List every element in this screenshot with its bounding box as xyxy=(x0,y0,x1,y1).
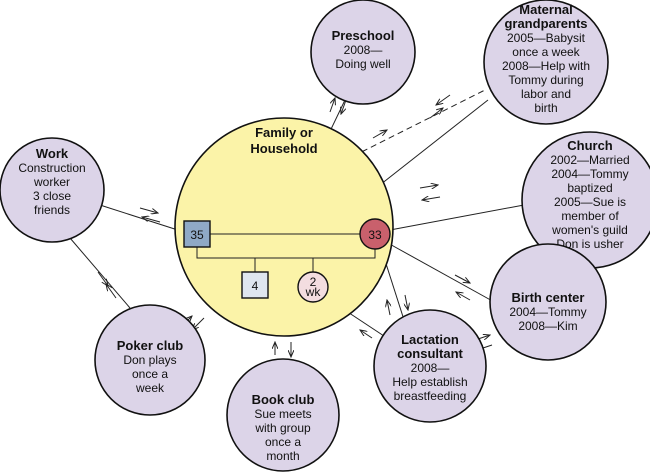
system-detail: 2008— xyxy=(344,43,383,57)
son-node xyxy=(241,271,269,299)
son-age: 4 xyxy=(252,279,259,293)
system-title: Lactation xyxy=(401,332,459,347)
system-detail: 2004—Tommy xyxy=(509,305,586,319)
system-title: Preschool xyxy=(332,28,395,43)
system-circle xyxy=(373,309,487,423)
system-detail: week xyxy=(135,381,165,395)
system-detail: Help establish xyxy=(392,375,467,389)
system-detail: baptized xyxy=(567,181,612,195)
system-detail: Construction xyxy=(18,161,85,175)
system-title: Work xyxy=(36,146,69,161)
household-title-line1: Family or xyxy=(255,125,313,140)
baby-age: 2 xyxy=(310,275,317,289)
system-detail: worker xyxy=(33,175,70,189)
system-title: Poker club xyxy=(117,338,184,353)
system-title: Maternal xyxy=(519,2,572,17)
system-detail: birth xyxy=(534,101,557,115)
system-detail: 2005—Babysit xyxy=(507,31,586,45)
system-detail: Don plays xyxy=(123,353,176,367)
system-detail: 2008— xyxy=(411,361,450,375)
system-detail: once a week xyxy=(512,45,580,59)
system-detail: Don is usher xyxy=(556,237,623,251)
system-circle xyxy=(94,304,206,416)
system-detail: Doing well xyxy=(335,57,390,71)
system-detail: friends xyxy=(34,203,70,217)
mother-node xyxy=(359,218,391,250)
baby-age-unit: wk xyxy=(305,285,322,299)
system-church: Church2002—Married2004—Tommybaptized2005… xyxy=(521,131,650,269)
mother-age: 33 xyxy=(368,228,382,242)
system-detail: with group xyxy=(254,421,311,435)
system-circle xyxy=(0,137,105,243)
system-detail: women's guild xyxy=(551,223,628,237)
system-detail: Tommy during xyxy=(508,73,583,87)
father-node xyxy=(183,220,211,248)
system-detail: breastfeeding xyxy=(394,389,467,403)
system-detail: Sue meets xyxy=(254,407,311,421)
system-detail: labor and xyxy=(521,87,571,101)
system-detail: month xyxy=(266,449,299,463)
system-detail: member of xyxy=(561,209,619,223)
system-circle xyxy=(483,0,609,125)
system-circle xyxy=(489,243,607,361)
system-title: Birth center xyxy=(512,290,585,305)
system-detail: 2004—Tommy xyxy=(551,167,628,181)
baby-node xyxy=(297,271,329,303)
system-title: consultant xyxy=(397,346,463,361)
system-title: Church xyxy=(567,138,613,153)
system-title: Book club xyxy=(252,392,315,407)
system-detail: 2008—Kim xyxy=(518,319,577,333)
household-title-line2: Household xyxy=(250,141,317,156)
household-circle: Family or Household 35 33 4 2 wk xyxy=(174,117,394,337)
system-detail: 2008—Help with xyxy=(502,59,590,73)
system-circle xyxy=(226,358,340,472)
system-detail: once a xyxy=(132,367,168,381)
father-age: 35 xyxy=(190,228,204,242)
system-detail: 3 close xyxy=(33,189,71,203)
system-detail: 2002—Married xyxy=(550,153,629,167)
system-circle xyxy=(310,0,416,105)
system-detail: 2005—Sue is xyxy=(554,195,626,209)
system-title: grandparents xyxy=(504,16,587,31)
system-detail: once a xyxy=(265,435,301,449)
